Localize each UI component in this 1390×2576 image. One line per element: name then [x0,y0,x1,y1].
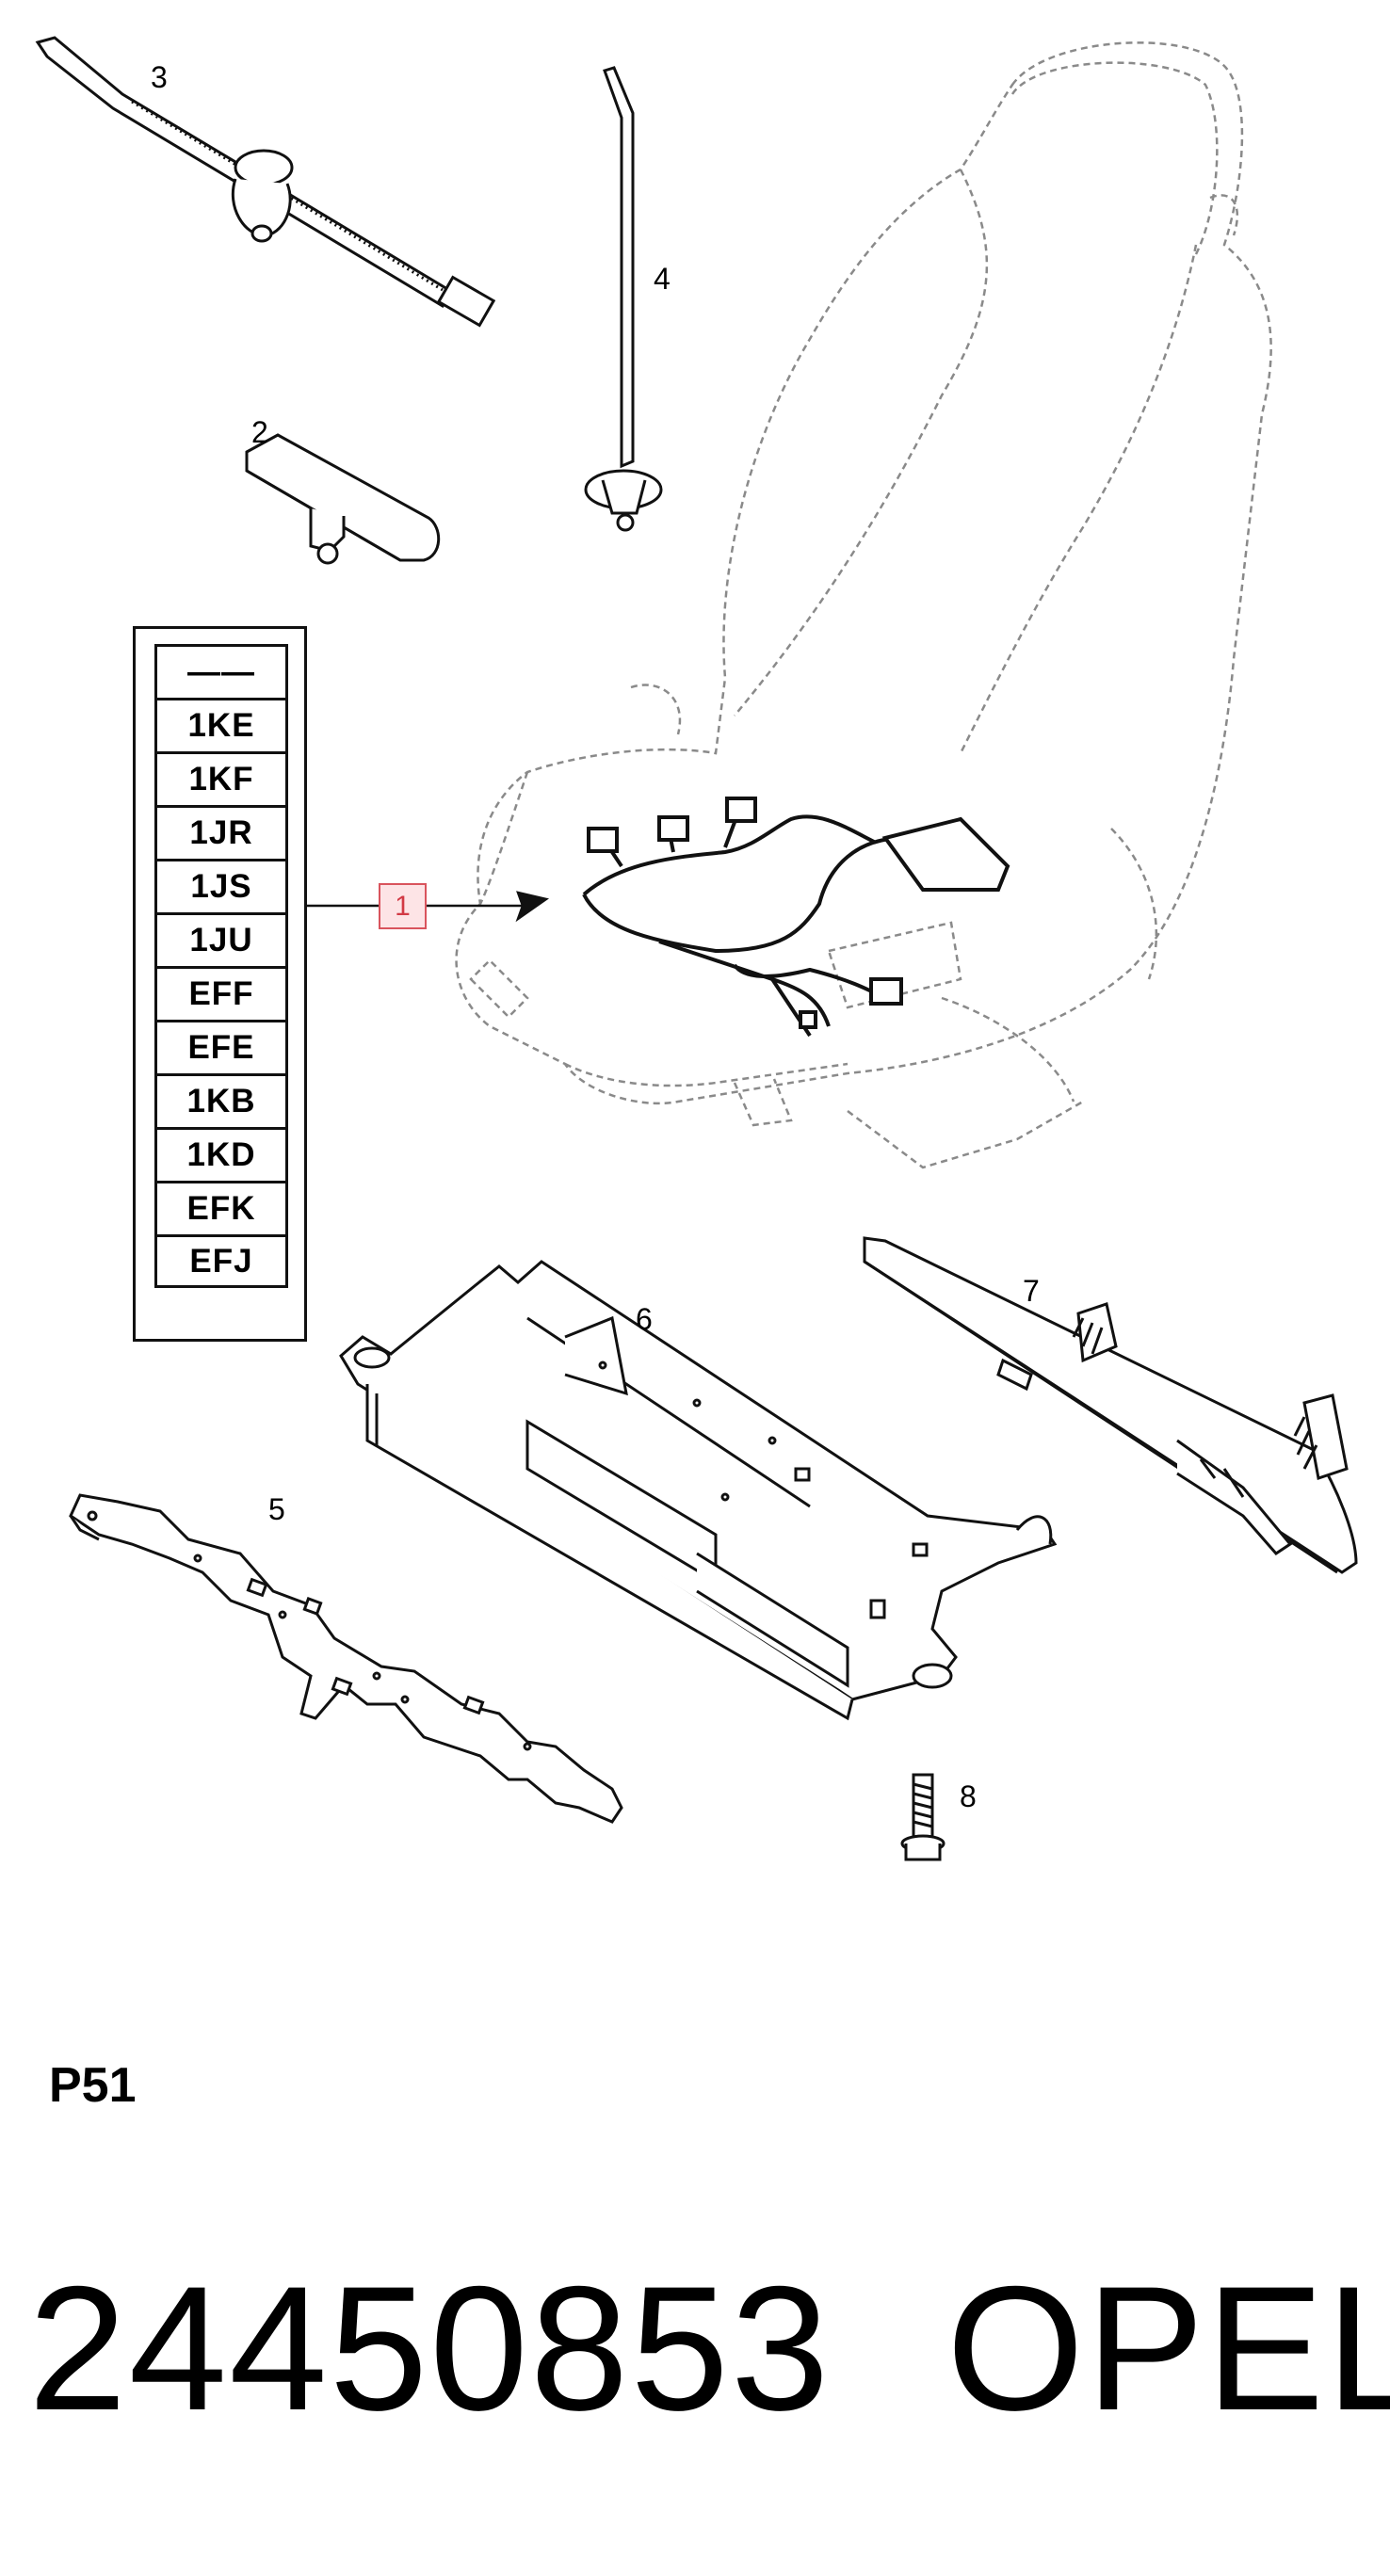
option-code-cell: 1JR [154,805,288,859]
option-code-cell: —— [154,644,288,698]
option-code-cell: 1KB [154,1073,288,1127]
strap-tie-part [584,66,663,532]
callout-number-2: 2 [251,415,268,449]
option-code-cell: EFJ [154,1234,288,1288]
option-code-cell: 1JU [154,912,288,966]
option-code-table: —— 1KE 1KF 1JR 1JS 1JU EFF EFE 1KB 1KD E… [133,626,307,1342]
bolt-part [900,1773,946,1861]
callout-number-8: 8 [960,1779,977,1813]
callout-number-6: 6 [636,1302,653,1336]
exploded-parts-illustration [35,36,1358,1861]
push-clip-lower [1293,1393,1349,1480]
seat-outline [455,41,1272,1169]
option-code-cell: 1JS [154,859,288,912]
callout-number-4: 4 [654,262,671,296]
cover-trim-part [863,1236,1358,1574]
callout-number-1-highlighted[interactable]: 1 [379,883,427,929]
seat-frame-part [339,1260,1058,1721]
callout-number-5: 5 [268,1492,285,1526]
callout-1-leader [307,891,550,923]
push-clip-upper [1072,1302,1118,1363]
reinforcement-bracket-part [69,1493,623,1824]
option-code-cell: EFE [154,1020,288,1073]
clip-cover-part [245,433,441,565]
brand-name: OPEL [946,2249,1390,2447]
option-code-cell: 1KD [154,1127,288,1181]
option-code-cell: 1KE [154,698,288,751]
option-code-cell: EFK [154,1181,288,1234]
callout-number-3: 3 [151,60,168,94]
diagram-page-code: P51 [49,2058,137,2113]
option-code-cell: EFF [154,966,288,1020]
cable-tie-clip-part [35,36,496,328]
option-code-cell: 1KF [154,751,288,805]
callout-number-7: 7 [1023,1274,1040,1308]
wiring-harness-part [582,797,1010,1038]
part-number: 24450853 [28,2249,832,2447]
